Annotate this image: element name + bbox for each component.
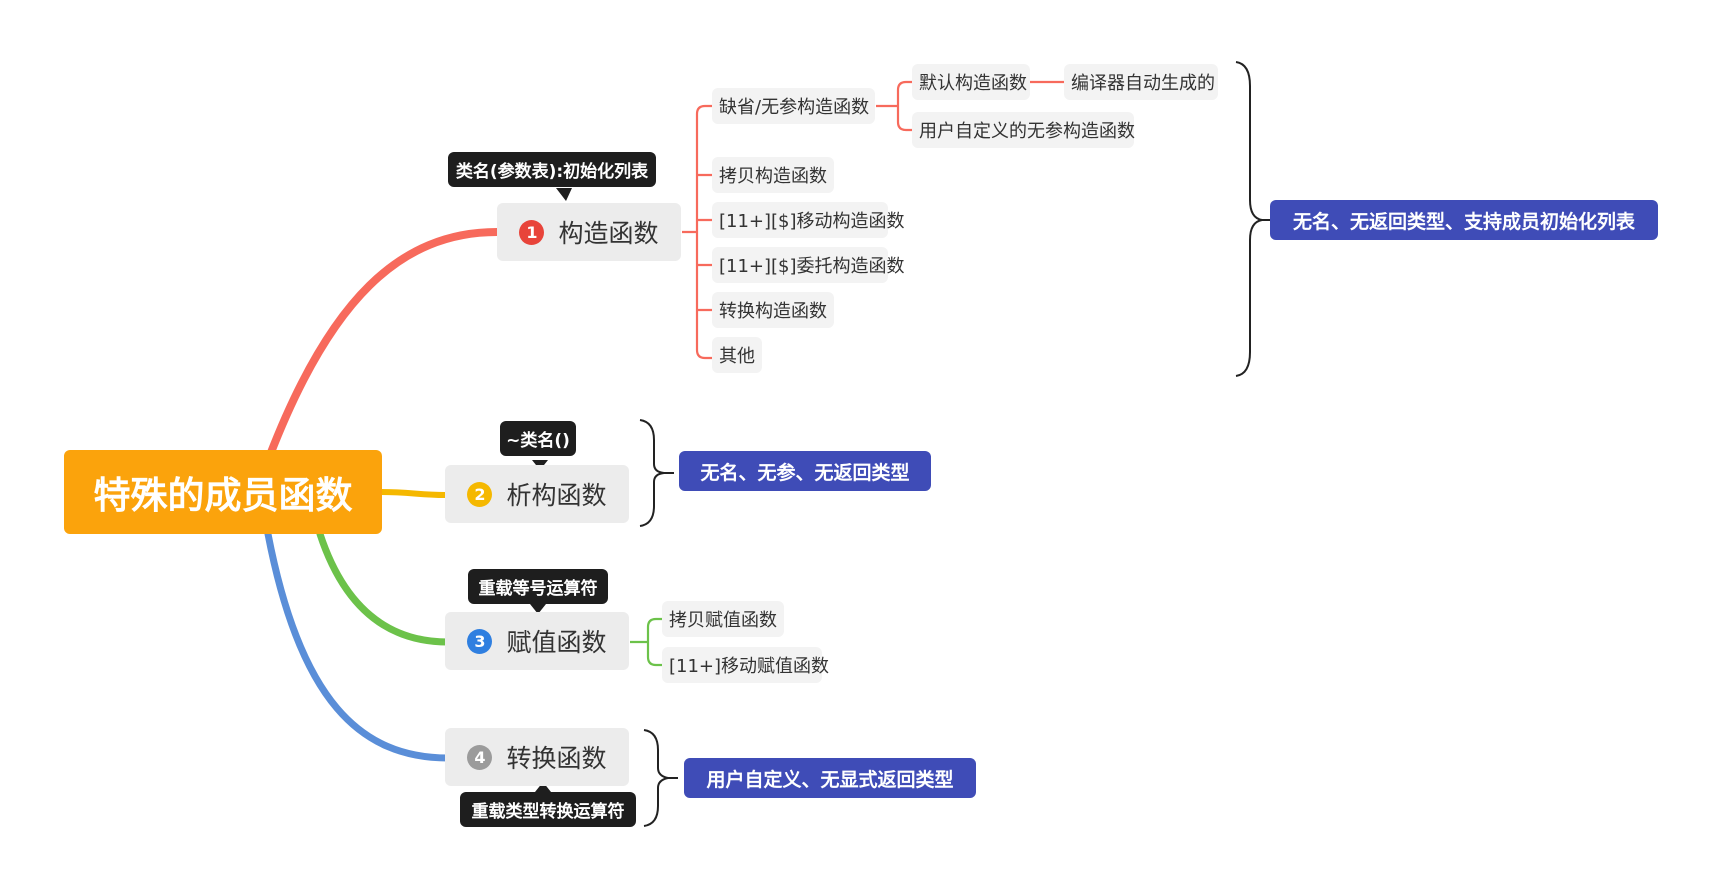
- tip-pointer-3: [530, 604, 546, 614]
- branch-label: 转换函数: [506, 744, 607, 773]
- subtopic-user-noarg-ctor[interactable]: 用户自定义的无参构造函数: [912, 112, 1135, 148]
- number-4-icon: 4: [467, 744, 493, 770]
- tooltip-conversion: 重载类型转换运算符: [460, 792, 636, 827]
- subtopic-move-assign[interactable]: [11+]移动赋值函数: [662, 647, 829, 683]
- subtopic-noarg-ctor[interactable]: 缺省/无参构造函数: [712, 88, 875, 124]
- tooltip-assignment: 重载等号运算符: [468, 569, 608, 604]
- branch-line-1: [266, 228, 501, 459]
- root-topic[interactable]: 特殊的成员函数: [64, 450, 382, 534]
- number-1-icon: 1: [519, 219, 545, 245]
- branch-line-2: [379, 489, 446, 498]
- subtopic-other[interactable]: 其他: [712, 337, 762, 373]
- branch-line-4: [264, 530, 452, 762]
- assign-bracket: [630, 617, 662, 667]
- summary-constructor[interactable]: 无名、无返回类型、支持成员初始化列表: [1270, 200, 1658, 240]
- branch-label: 析构函数: [506, 481, 607, 510]
- number-3-icon: 3: [467, 628, 493, 654]
- noarg-bracket: [876, 80, 912, 132]
- summary-brace-1: [1235, 61, 1263, 377]
- subtopic-compiler-generated[interactable]: 编译器自动生成的: [1064, 64, 1218, 100]
- subtopic-copy-ctor[interactable]: 拷贝构造函数: [712, 157, 834, 193]
- branch-destructor[interactable]: 2 析构函数: [445, 465, 629, 523]
- tip-pointer-1: [556, 188, 572, 201]
- summary-brace-2: [639, 419, 665, 527]
- summary-conversion[interactable]: 用户自定义、无显式返回类型: [684, 758, 976, 798]
- subtopic-converting-ctor[interactable]: 转换构造函数: [712, 292, 834, 328]
- branch-conversion[interactable]: 4 转换函数: [445, 728, 629, 786]
- branch-label: 赋值函数: [506, 628, 607, 657]
- tooltip-destructor: ~类名(): [500, 421, 576, 456]
- branch-label: 构造函数: [558, 219, 659, 248]
- branch-constructor[interactable]: 1 构造函数: [497, 203, 681, 261]
- ctor-bracket: [682, 104, 712, 360]
- subtopic-move-ctor[interactable]: [11+][$]移动构造函数: [712, 202, 905, 238]
- tip-pointer-4: [535, 782, 551, 792]
- subtopic-default-ctor[interactable]: 默认构造函数: [912, 64, 1030, 100]
- subtopic-delegating-ctor[interactable]: [11+][$]委托构造函数: [712, 247, 905, 283]
- branch-assignment[interactable]: 3 赋值函数: [445, 612, 629, 670]
- summary-brace-4: [643, 729, 669, 827]
- subtopic-copy-assign[interactable]: 拷贝赋值函数: [662, 601, 784, 637]
- number-2-icon: 2: [467, 481, 493, 507]
- branch-line-3: [316, 530, 452, 646]
- tooltip-constructor: 类名(参数表):初始化列表: [448, 152, 656, 187]
- summary-destructor[interactable]: 无名、无参、无返回类型: [679, 451, 931, 491]
